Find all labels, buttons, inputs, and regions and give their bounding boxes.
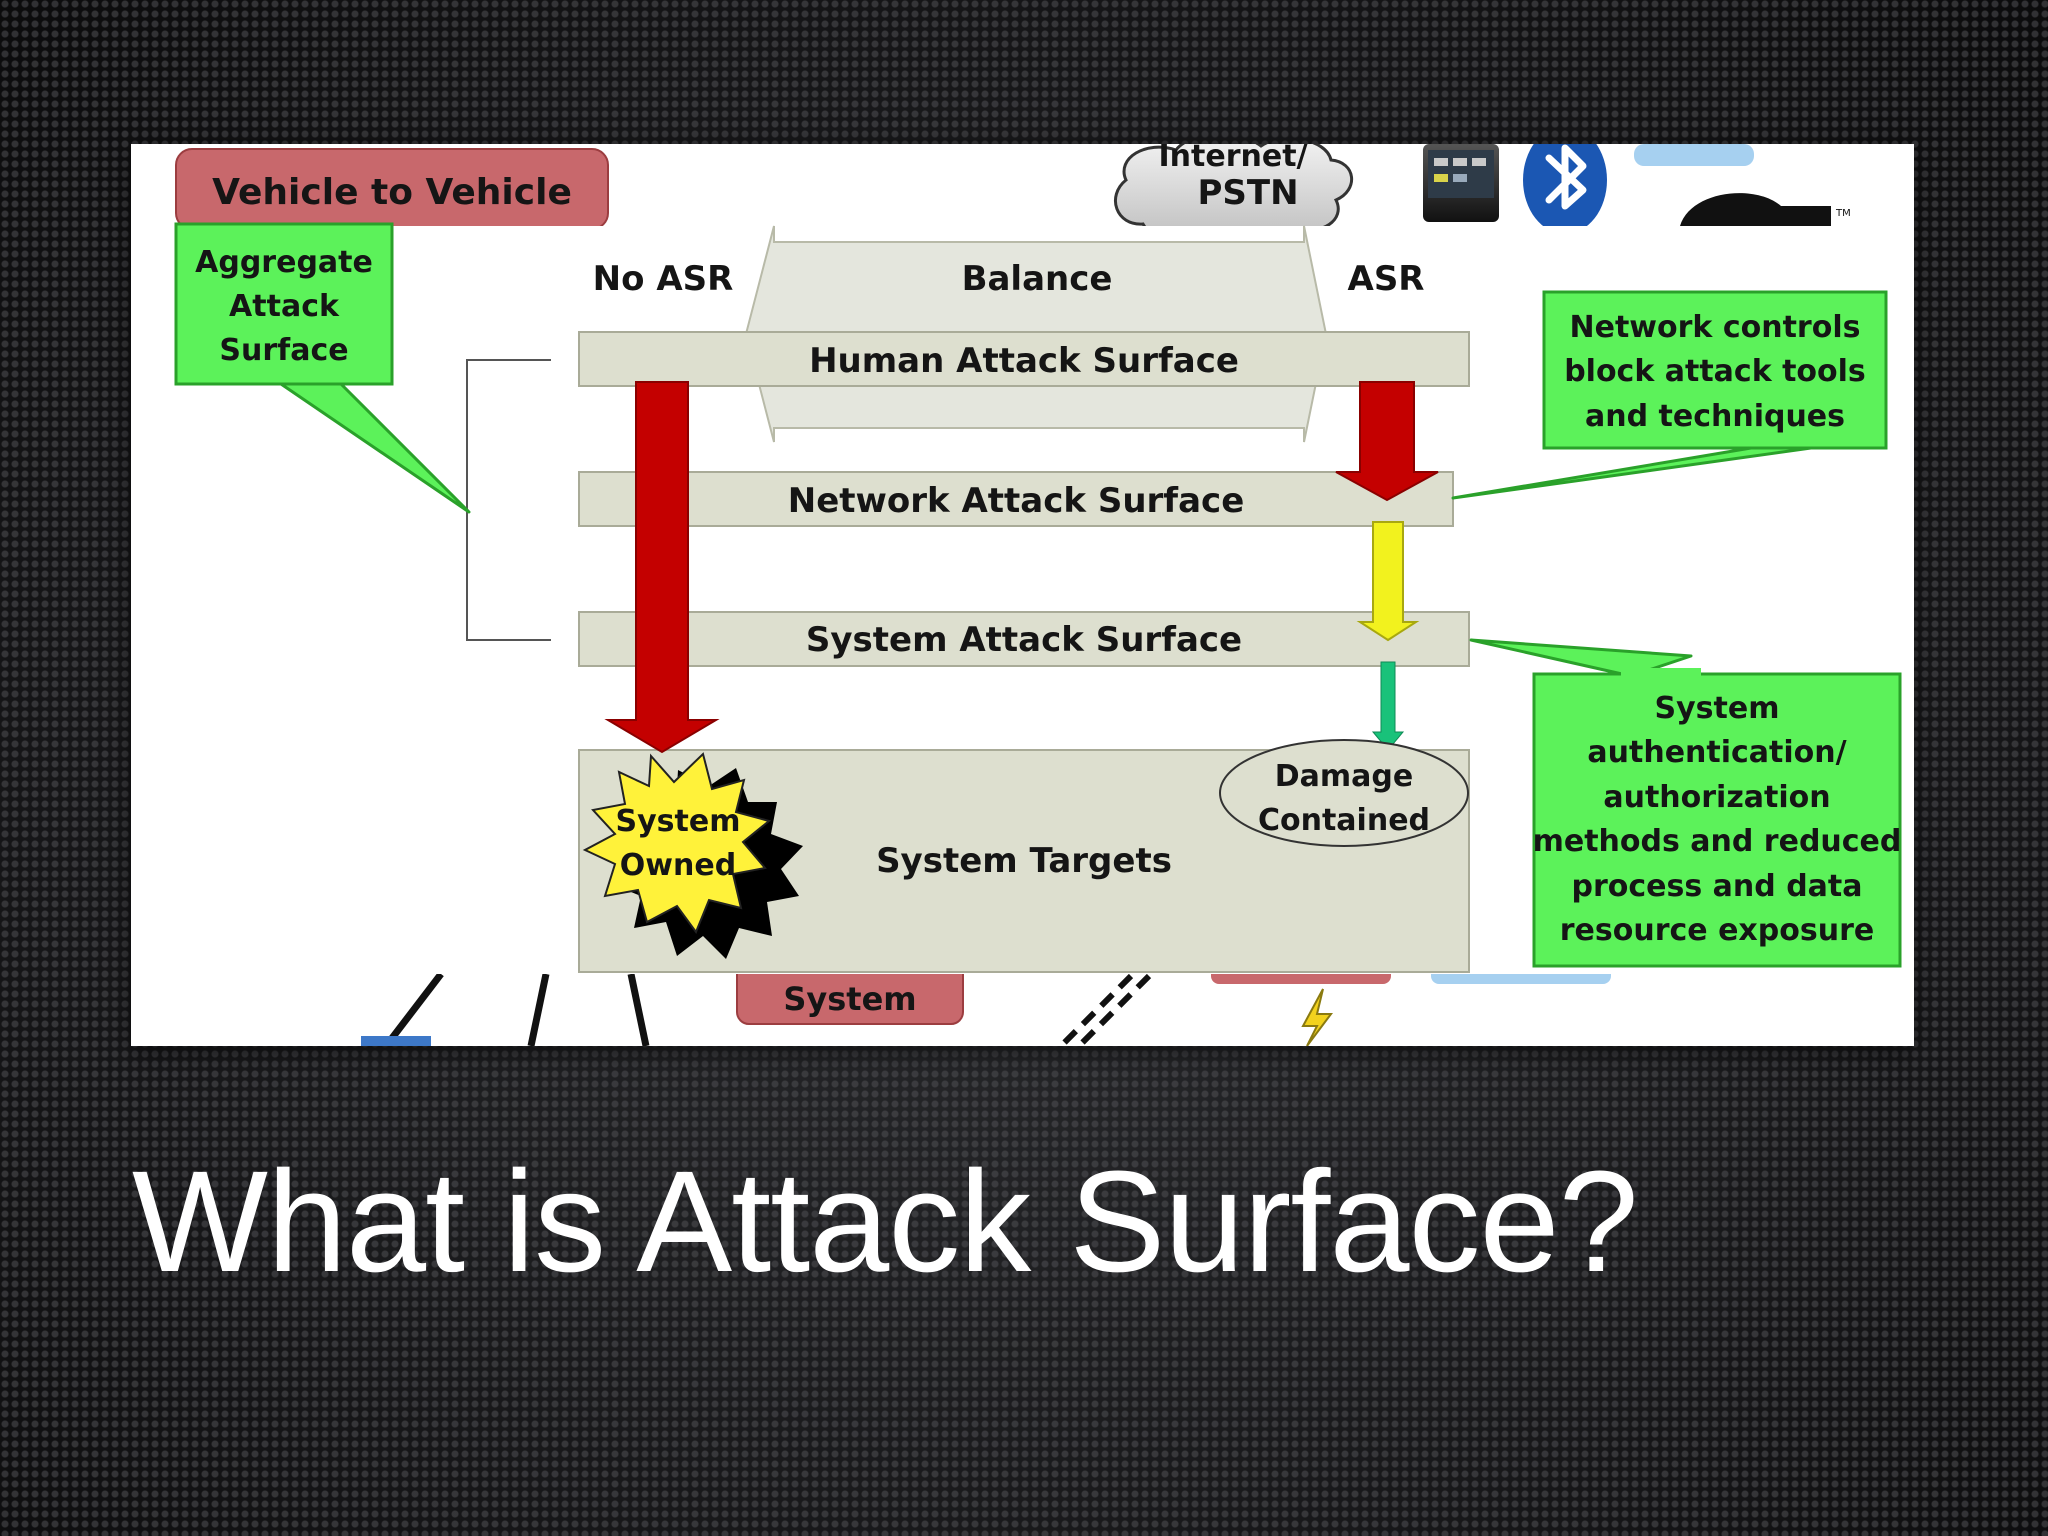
aggregate-bracket xyxy=(466,359,551,641)
damage-contained-ellipse: Damage Contained xyxy=(1219,739,1469,847)
cloud-top-label: Internet/ xyxy=(1158,144,1307,174)
bluetooth-icon xyxy=(1523,144,1607,234)
system-authentication-callout: System authentication/ authorization met… xyxy=(1469,638,1902,968)
network-attack-surface-label: Network Attack Surface xyxy=(788,481,1245,521)
network-callout-line-1: Network controls xyxy=(1570,310,1861,345)
system-attack-surface-bar xyxy=(578,611,1470,667)
lightning-icon xyxy=(1301,988,1333,1046)
system-callout-line-3: authorization xyxy=(1603,780,1830,815)
internet-cloud-icon: Internet/ PSTN xyxy=(1114,144,1354,242)
blue-device-box xyxy=(361,1036,431,1046)
human-attack-surface-bar xyxy=(578,331,1470,387)
slide-title: What is Attack Surface? xyxy=(132,1141,1639,1302)
network-attack-surface-bar xyxy=(578,471,1454,527)
no-asr-red-arrow xyxy=(604,381,720,754)
vehicle-to-vehicle-label: Vehicle to Vehicle xyxy=(212,172,572,213)
burst-line-2: Owned xyxy=(620,848,736,883)
system-callout-line-2: authentication/ xyxy=(1587,735,1846,770)
svg-text:TM: TM xyxy=(1835,208,1851,219)
smartphone-icon xyxy=(1423,144,1499,222)
system-targets-label: System Targets xyxy=(876,841,1172,881)
diagram-panel: Vehicle to Vehicle Internet/ PSTN TM xyxy=(131,144,1914,1046)
network-callout-line-3: and techniques xyxy=(1585,399,1845,434)
system-callout-line-5: process and data xyxy=(1572,869,1863,904)
aggregate-attack-surface-callout: Aggregate Attack Surface xyxy=(174,222,471,514)
header-strip: Vehicle to Vehicle Internet/ PSTN TM xyxy=(175,144,1851,242)
yellow-arrow xyxy=(1356,521,1420,642)
network-callout-line-2: block attack tools xyxy=(1564,354,1866,389)
damage-line-1: Damage xyxy=(1275,759,1413,794)
footer-system-label: System xyxy=(783,980,916,1018)
aggregate-line-2: Attack xyxy=(229,289,340,324)
network-controls-callout: Network controls block attack tools and … xyxy=(1451,290,1888,500)
system-callout-line-4: methods and reduced xyxy=(1533,824,1902,859)
teal-arrow xyxy=(1371,661,1405,751)
asr-red-arrow xyxy=(1335,381,1439,502)
system-attack-surface-label: System Attack Surface xyxy=(806,620,1242,660)
no-asr-label: No ASR xyxy=(593,259,734,299)
wifi-logo-icon: TM xyxy=(1680,193,1851,226)
damage-line-2: Contained xyxy=(1258,803,1430,838)
system-callout-line-6: resource exposure xyxy=(1560,913,1874,948)
system-owned-burst: System Owned xyxy=(582,752,803,959)
burst-line-1: System xyxy=(616,804,741,839)
human-attack-surface-label: Human Attack Surface xyxy=(809,341,1239,381)
balance-label: Balance xyxy=(962,259,1113,299)
cloud-bottom-label: PSTN xyxy=(1197,173,1298,213)
asr-label: ASR xyxy=(1348,259,1425,299)
aggregate-line-3: Surface xyxy=(219,333,348,368)
system-callout-line-1: System xyxy=(1655,691,1780,726)
aggregate-line-1: Aggregate xyxy=(195,245,373,280)
attack-surface-diagram: Vehicle to Vehicle Internet/ PSTN TM xyxy=(171,144,1902,1046)
blue-tab-box xyxy=(1634,144,1754,166)
